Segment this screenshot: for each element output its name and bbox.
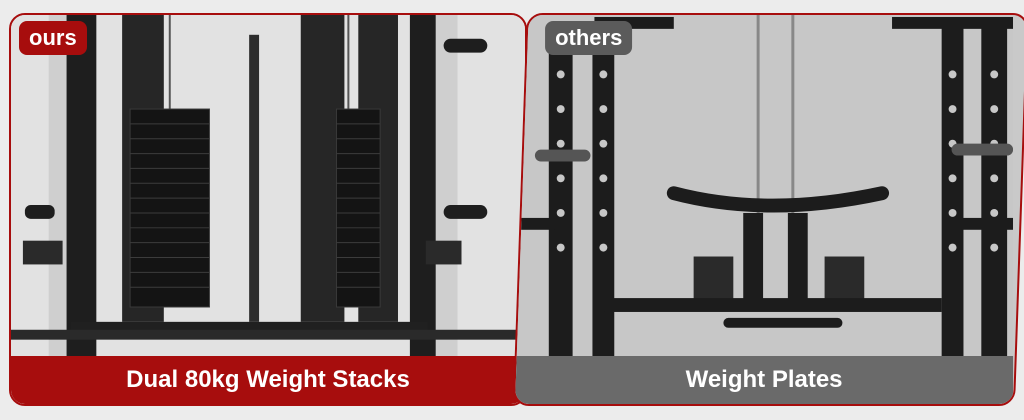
comparison-panel-ours: ours Dual 80kg Weight Stacks <box>9 13 527 406</box>
ours-caption: Dual 80kg Weight Stacks <box>11 356 525 404</box>
others-caption: Weight Plates <box>515 356 1014 404</box>
weight-stack-illustration <box>11 15 525 404</box>
comparison-panel-others: others Weight Plates <box>513 13 1024 406</box>
weight-plates-illustration <box>515 15 1014 404</box>
ours-tag: ours <box>19 21 87 55</box>
others-tag: others <box>545 21 633 55</box>
